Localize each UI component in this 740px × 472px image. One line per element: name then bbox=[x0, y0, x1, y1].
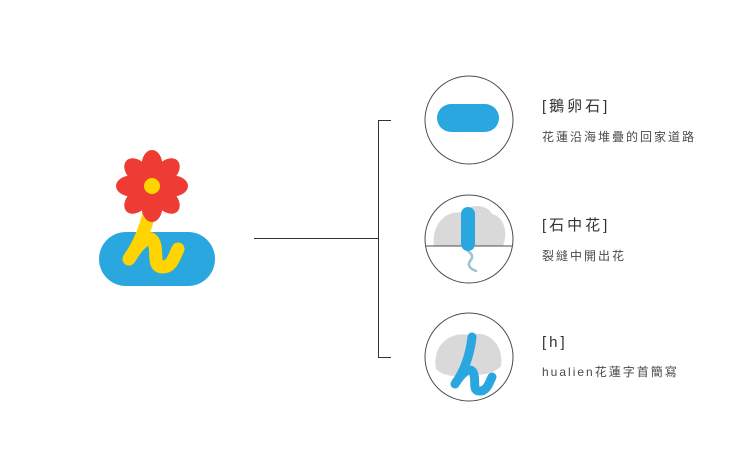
connector-top-stub bbox=[378, 120, 391, 121]
diagram-item-pebble: [鵝卵石] 花蓮沿海堆疊的回家道路 bbox=[424, 75, 696, 165]
diagram-item-h: [h] hualien花蓮字首簡寫 bbox=[424, 312, 679, 402]
item-text: [鵝卵石] 花蓮沿海堆疊的回家道路 bbox=[542, 95, 696, 145]
hualien-logo bbox=[99, 150, 215, 286]
connector-horizontal-line bbox=[254, 238, 379, 239]
pebble-icon bbox=[424, 75, 514, 165]
item-description: 花蓮沿海堆疊的回家道路 bbox=[542, 130, 697, 144]
logo-h-character bbox=[122, 187, 185, 274]
flower-icon bbox=[116, 150, 188, 222]
item-text: [h] hualien花蓮字首簡寫 bbox=[542, 334, 679, 380]
item-label: [鵝卵石] bbox=[542, 98, 611, 115]
diagram-item-stone-flower: [石中花] 裂縫中開出花 bbox=[424, 194, 626, 284]
h-character-shape bbox=[450, 332, 497, 396]
pebble-shape bbox=[437, 104, 499, 132]
connector-vertical-line bbox=[378, 120, 379, 358]
flower-column-shape bbox=[461, 207, 475, 251]
crack-squiggle bbox=[466, 249, 478, 273]
item-text: [石中花] 裂縫中開出花 bbox=[542, 214, 626, 264]
h-character-icon bbox=[424, 312, 514, 402]
item-label: [石中花] bbox=[542, 217, 611, 234]
item-label: [h] bbox=[542, 334, 568, 351]
connector-bottom-stub bbox=[378, 357, 391, 358]
item-description: hualien花蓮字首簡寫 bbox=[542, 365, 679, 379]
stone-flower-icon bbox=[424, 194, 514, 284]
item-description: 裂縫中開出花 bbox=[542, 249, 627, 263]
flower-center bbox=[144, 178, 160, 194]
